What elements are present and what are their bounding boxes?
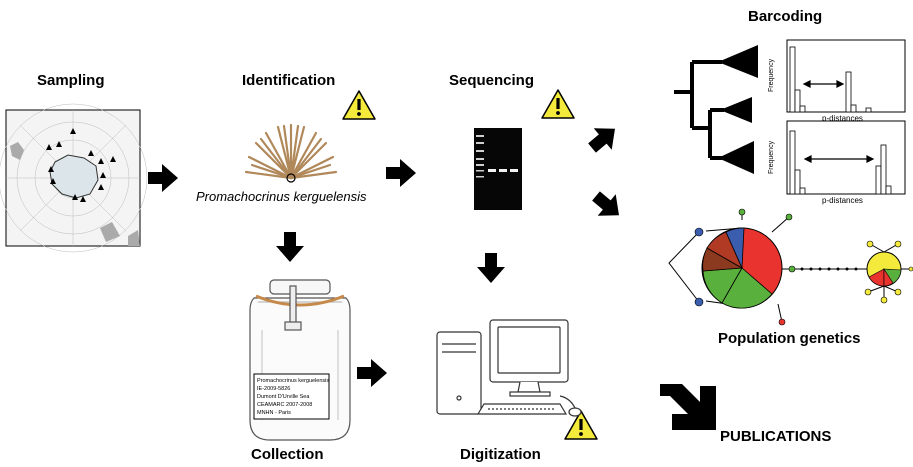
histogram-2-xlabel: p-distances (822, 196, 863, 205)
jar-label-line-4: CEAMARC 2007-2008 (257, 402, 312, 408)
sequencing-warning-icon (541, 89, 575, 119)
arrow-identification-to-collection (276, 232, 304, 262)
barcoding-histogram-1: Frequency p-distances (768, 39, 906, 123)
computer-illustration (436, 319, 582, 417)
arrow-to-publications (660, 384, 716, 430)
identification-warning-icon (342, 90, 376, 120)
species-name: Promachocrinus kerguelensis (196, 189, 367, 204)
crinoid-illustration (244, 123, 338, 183)
arrow-to-population-genetics (587, 185, 628, 227)
specimen-jar (249, 279, 351, 441)
barcoding-histogram-2: Frequency p-distances (768, 120, 906, 205)
arrow-collection-to-digitization (357, 359, 387, 387)
jar-label-line-1: Promachocrinus kerguelensis (257, 378, 329, 384)
arrow-sampling-to-identification (148, 164, 178, 192)
gel-electrophoresis-image (474, 128, 522, 210)
publications-title: PUBLICATIONS (720, 428, 832, 445)
arrow-sequencing-to-digitization (477, 253, 505, 283)
haplotype-network (668, 208, 913, 326)
collection-title: Collection (251, 446, 324, 463)
jar-label-line-5: MNHN - Paris (257, 410, 291, 416)
phylogenetic-tree (674, 45, 758, 174)
antarctic-map (0, 103, 148, 253)
arrow-identification-to-sequencing (386, 159, 416, 187)
jar-label-line-2: IE-2009-5826 (257, 386, 290, 392)
jar-label-line-3: Dumont D'Urville Sea (257, 394, 310, 400)
histogram-2-ylabel: Frequency (768, 140, 775, 174)
histogram-1-xlabel: p-distances (822, 114, 863, 123)
sampling-title: Sampling (37, 72, 105, 89)
arrow-to-barcoding (583, 117, 624, 159)
barcoding-title: Barcoding (748, 8, 823, 25)
population-genetics-title: Population genetics (718, 330, 861, 347)
jar-label: Promachocrinus kerguelensis IE-2009-5826… (257, 378, 329, 416)
histogram-1-ylabel: Frequency (768, 58, 775, 92)
digitization-title: Digitization (460, 446, 541, 463)
digitization-warning-icon (564, 410, 598, 440)
identification-title: Identification (242, 72, 336, 89)
sequencing-title: Sequencing (449, 72, 535, 89)
